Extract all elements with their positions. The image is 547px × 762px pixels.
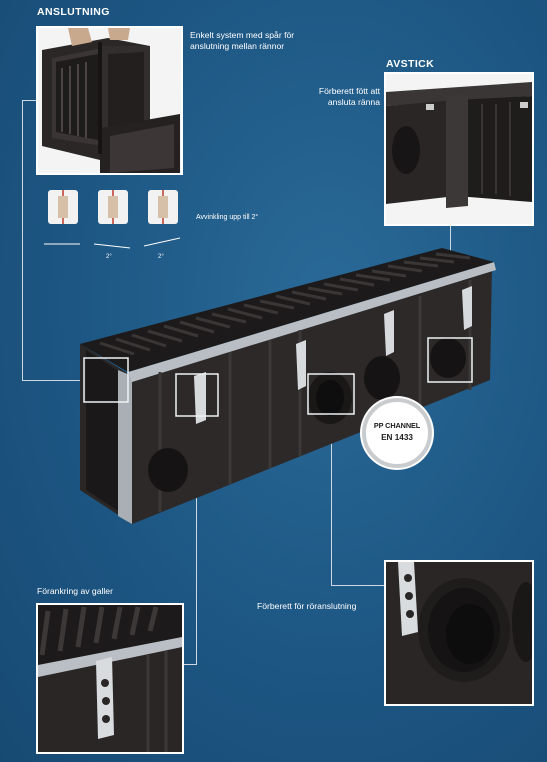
leader-ror-h	[331, 585, 384, 586]
anslutning-caption-line-1: Enkelt system med spår för	[190, 30, 295, 40]
svg-text:2°: 2°	[106, 254, 112, 260]
channel-joint-illustration	[38, 28, 181, 173]
ror-photo	[384, 560, 534, 706]
svg-text:2°: 2°	[158, 254, 164, 260]
anslutning-photo	[36, 26, 183, 175]
anslutning-heading: ANSLUTNING	[37, 6, 110, 18]
leader-anslutning-h2	[22, 380, 84, 381]
badge-line-1: PP CHANNEL	[373, 421, 421, 430]
leader-avstick-v	[450, 226, 451, 338]
galler-caption: Förankring av galler	[37, 586, 113, 596]
anslutning-caption: Enkelt system med spår för anslutning me…	[190, 30, 294, 52]
galler-photo	[36, 603, 184, 754]
joint-diagram-1	[44, 190, 80, 245]
avstick-caption-line-2: ansluta ränna	[327, 97, 380, 107]
ror-caption: Förberett för röranslutning	[257, 601, 357, 611]
channel-ribs	[158, 280, 472, 512]
avstick-heading: AVSTICK	[386, 58, 435, 70]
branch-connection-illustration	[386, 74, 532, 224]
avstick-caption-line-1: Förberett fött att	[318, 86, 380, 96]
joint-angle-diagrams: 2° 2°	[44, 190, 181, 260]
pipe-connection-illustration	[386, 562, 532, 704]
grating-anchor-illustration	[38, 605, 182, 752]
angle-note: Avvinkling upp till 2°	[196, 214, 259, 221]
pp-channel-badge: PP CHANNEL EN 1433	[362, 398, 432, 468]
avstick-photo	[384, 72, 534, 226]
grating-slots	[99, 252, 471, 356]
anslutning-caption-line-2: anslutning mellan rännor	[190, 41, 285, 51]
leader-anslutning-v	[22, 100, 23, 381]
anchor-clips	[194, 286, 472, 424]
leader-anslutning-h1	[22, 100, 36, 101]
joint-diagram-2: 2°	[93, 190, 131, 260]
joint-diagram-3: 2°	[143, 190, 181, 260]
leader-galler-h	[184, 664, 197, 665]
avstick-caption: Förberett fött att ansluta ränna	[305, 86, 380, 108]
badge-line-2: EN 1433	[381, 433, 413, 442]
leader-ror-v	[331, 415, 332, 585]
leader-galler-v	[196, 416, 197, 664]
